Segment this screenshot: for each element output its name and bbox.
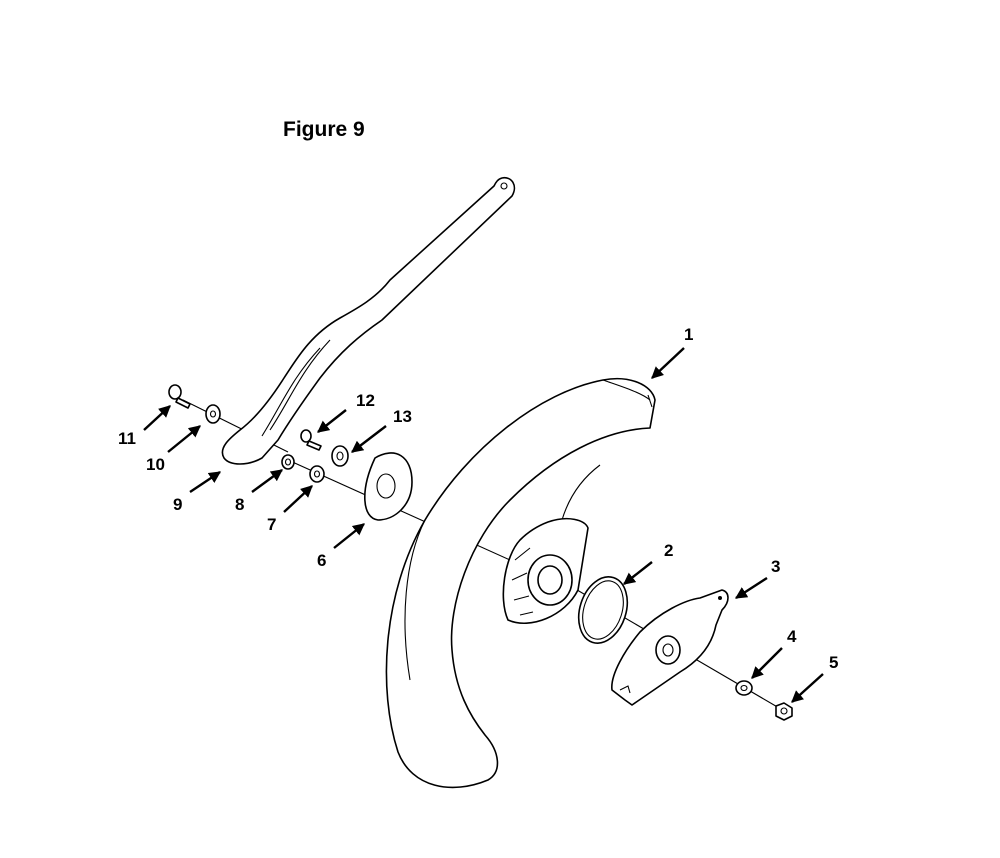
- callout-12-label: 12: [356, 391, 375, 410]
- nut-part-5: [775, 702, 793, 721]
- callout-5-arrow: [791, 673, 824, 703]
- callout-5-label: 5: [829, 653, 838, 672]
- callout-10-label: 10: [146, 455, 165, 474]
- spacer-part-13: [331, 445, 349, 467]
- callout-arrows: [143, 347, 824, 703]
- callout-1-arrow: [651, 347, 685, 379]
- screw-part-11: [168, 384, 191, 409]
- callout-6-arrow: [333, 523, 365, 549]
- o-ring-part: [577, 576, 629, 644]
- callout-8-label: 8: [235, 495, 244, 514]
- callout-3-arrow: [734, 576, 768, 600]
- callout-12-arrow: [317, 409, 347, 433]
- callout-13-label: 13: [393, 407, 412, 426]
- callout-10-arrow: [167, 425, 201, 453]
- cover-plate-part: [611, 589, 729, 706]
- callout-labels: 1 2 3 4 5 6 7 8 9 10 11 12 13: [118, 325, 838, 672]
- callout-3-label: 3: [771, 557, 780, 576]
- callout-9-label: 9: [173, 495, 182, 514]
- callout-4-arrow: [751, 647, 783, 679]
- flange-disc-part: [364, 452, 413, 521]
- bushing-part-8: [281, 454, 295, 470]
- callout-9-arrow: [189, 471, 221, 493]
- callout-7-arrow: [283, 485, 313, 513]
- washer-part-7: [309, 465, 325, 483]
- callout-2-arrow: [623, 561, 653, 585]
- callout-11-label: 11: [118, 429, 136, 448]
- link-arm-part: [221, 176, 516, 465]
- figure-title: Figure 9: [283, 118, 365, 141]
- washer-part-4: [735, 680, 753, 696]
- callout-4-label: 4: [787, 627, 797, 646]
- callout-13-arrow: [351, 425, 387, 453]
- callout-1-label: 1: [684, 325, 693, 344]
- blade-guard-part: [385, 377, 656, 789]
- callout-2-label: 2: [664, 541, 673, 560]
- callout-8-arrow: [251, 469, 283, 493]
- washer-part-10: [205, 404, 221, 424]
- callout-7-label: 7: [267, 515, 276, 534]
- callout-11-arrow: [143, 405, 171, 431]
- screw-part-12: [300, 429, 322, 451]
- callout-6-label: 6: [317, 551, 326, 570]
